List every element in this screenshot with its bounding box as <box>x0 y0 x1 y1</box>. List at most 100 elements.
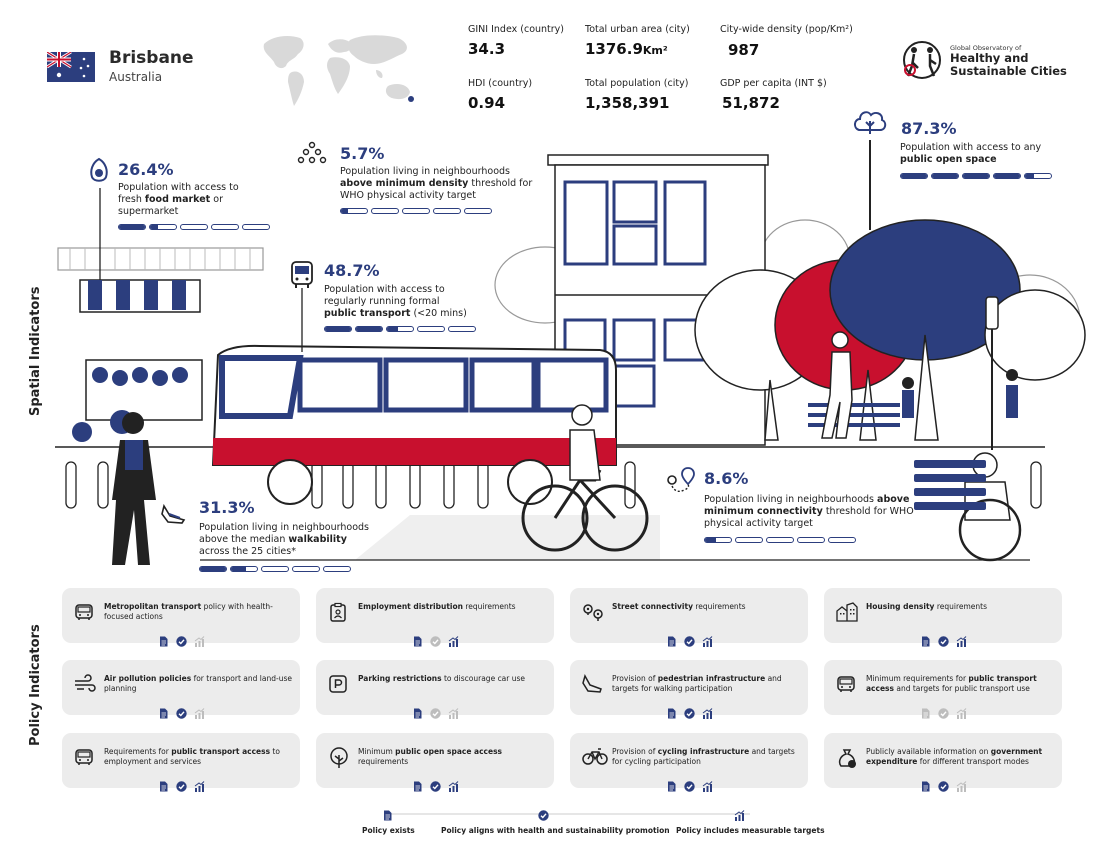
check-icon <box>937 777 949 792</box>
brand-line-1: Healthy and <box>950 51 1029 65</box>
tree-icon <box>854 111 887 134</box>
stat-value-gdp: 51,872 <box>722 94 780 112</box>
progress-segment <box>211 224 239 230</box>
connectivity-percentage: 8.6% <box>704 469 749 488</box>
progress-segment <box>180 224 208 230</box>
density-progress-bar <box>340 208 492 214</box>
legend-policy-aligns: Policy aligns with health and sustainabi… <box>441 826 670 835</box>
legend-check-icon <box>538 806 549 825</box>
progress-segment <box>433 208 461 214</box>
policy-status-badges <box>316 632 554 647</box>
policy-status-badges <box>570 704 808 719</box>
clipboard-icon <box>328 602 348 622</box>
policy-text: Minimum requirements for public transpor… <box>866 674 1037 693</box>
progress-segment <box>149 224 177 230</box>
document-icon <box>158 777 169 792</box>
australia-flag-icon <box>47 52 95 82</box>
document-icon <box>666 777 677 792</box>
chart-icon <box>702 704 713 719</box>
progress-segment <box>448 326 476 332</box>
food-progress-bar <box>118 224 270 230</box>
document-icon <box>666 632 677 647</box>
policy-text: Provision of pedestrian infrastructure a… <box>612 674 782 693</box>
document-icon <box>412 704 423 719</box>
connectivity-progress-bar <box>704 537 856 543</box>
check-icon <box>683 777 695 792</box>
chart-icon <box>702 777 713 792</box>
legend-chart-icon <box>734 806 745 825</box>
people-density-icon <box>297 141 327 164</box>
money-bag-icon <box>836 747 856 768</box>
spatial-indicators-label: Spatial Indicators <box>28 286 43 417</box>
check-icon <box>175 704 187 719</box>
legend-policy-measurable: Policy includes measurable targets <box>676 826 825 835</box>
progress-segment <box>118 224 146 230</box>
brand-line-2: Sustainable Cities <box>950 63 1067 78</box>
progress-segment <box>766 537 794 543</box>
policy-status-badges <box>570 777 808 792</box>
check-icon <box>429 777 441 792</box>
policy-card: Provision of pedestrian infrastructure a… <box>570 660 808 719</box>
stat-unit-urban-area: Km² <box>642 44 668 57</box>
policy-indicators-label: Policy Indicators <box>28 624 43 746</box>
connectivity-description: Population living in neighbourhoods abov… <box>704 494 914 529</box>
document-icon <box>920 632 931 647</box>
walkability-percentage: 31.3% <box>199 498 255 517</box>
policy-text: Air pollution policies for transport and… <box>104 674 292 693</box>
progress-segment <box>402 208 430 214</box>
policy-status-badges <box>316 777 554 792</box>
transport-percentage: 48.7% <box>324 261 380 280</box>
progress-segment <box>324 326 352 332</box>
progress-segment <box>900 173 928 179</box>
document-icon <box>412 632 423 647</box>
tree-icon <box>328 747 348 768</box>
progress-segment <box>962 173 990 179</box>
chart-icon <box>448 777 459 792</box>
progress-segment <box>828 537 856 543</box>
progress-segment <box>993 173 1021 179</box>
check-icon <box>429 632 441 647</box>
policy-text: Street connectivity requirements <box>612 602 746 611</box>
wind-icon <box>74 674 96 694</box>
policy-card: Metropolitan transport policy with healt… <box>62 588 300 647</box>
document-icon <box>666 704 677 719</box>
progress-segment <box>323 566 351 572</box>
check-icon <box>683 704 695 719</box>
policy-text: Requirements for public transport access… <box>104 747 280 766</box>
density-percentage: 5.7% <box>340 144 385 163</box>
policy-text: Parking restrictions to discourage car u… <box>358 674 526 683</box>
stat-value-urban-area: 1376.9Km² <box>585 40 668 58</box>
policy-text: Publicly available information on govern… <box>866 747 1043 766</box>
stat-label-urban-area: Total urban area (city) <box>585 24 690 35</box>
bus-icon <box>74 747 94 767</box>
traffic-light-shape <box>985 296 999 330</box>
chart-icon <box>702 632 713 647</box>
stat-value-population: 1,358,391 <box>585 94 670 112</box>
document-icon <box>920 704 931 719</box>
trees-shape <box>694 140 1086 441</box>
policy-status-badges <box>824 777 1062 792</box>
document-icon <box>920 777 931 792</box>
stat-value-density: 987 <box>728 41 760 59</box>
map-pin-icon <box>582 602 603 622</box>
policy-card: Provision of cycling infrastructure and … <box>570 733 808 792</box>
progress-segment <box>355 326 383 332</box>
stat-value-gini: 34.3 <box>468 40 506 58</box>
food-percentage: 26.4% <box>118 160 174 179</box>
openspace-percentage: 87.3% <box>901 119 957 138</box>
progress-segment <box>704 537 732 543</box>
people-shape <box>112 331 1022 565</box>
bus-icon <box>74 602 94 622</box>
progress-segment <box>199 566 227 572</box>
chart-icon <box>956 632 967 647</box>
policy-card: Housing density requirements <box>824 588 1062 647</box>
policy-text: Metropolitan transport policy with healt… <box>104 602 273 621</box>
check-icon <box>683 632 695 647</box>
stat-label-gdp: GDP per capita (INT $) <box>720 78 827 89</box>
chart-icon <box>448 704 459 719</box>
chart-icon <box>194 632 205 647</box>
policy-text: Provision of cycling infrastructure and … <box>612 747 795 766</box>
country-name: Australia <box>109 70 163 84</box>
document-icon <box>412 777 423 792</box>
check-icon <box>175 632 187 647</box>
